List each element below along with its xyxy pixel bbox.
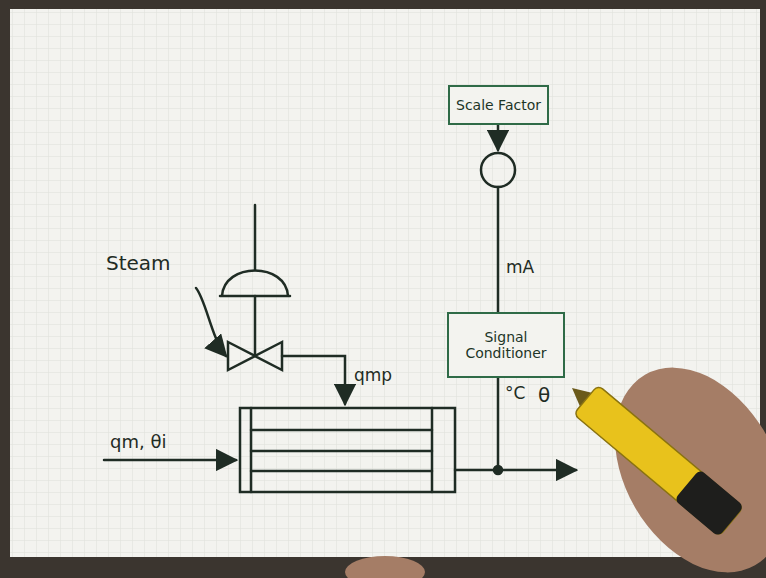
hand [345, 556, 425, 578]
process-box: Signal Conditioner [447, 312, 565, 378]
process-box: Scale Factor [448, 85, 549, 125]
scale-arrow [497, 125, 500, 150]
sketch-label: mA [506, 258, 534, 278]
valve-actuator [220, 271, 290, 297]
inlet-arrow [104, 459, 236, 462]
sensor-wire [497, 378, 500, 470]
sketch-label: Steam [106, 252, 171, 275]
sketch-label: qm, θi [110, 432, 166, 453]
box-content: Scale Factor [456, 97, 541, 113]
summing-circle [481, 153, 515, 187]
tube [251, 450, 432, 453]
paper [10, 9, 760, 557]
actuator-signal [254, 205, 257, 270]
tube [251, 470, 432, 473]
valve-stem [254, 296, 257, 356]
box-content: Signal Conditioner [454, 329, 558, 361]
process-sketch [104, 125, 576, 492]
sketch-label: °C [505, 384, 525, 404]
pen-body [574, 385, 744, 536]
steam-line [196, 288, 226, 356]
box-label: Scale Factor [456, 97, 541, 113]
steam-feed [282, 356, 345, 404]
heat-exchanger [240, 408, 455, 492]
grid [10, 9, 760, 557]
tube [251, 429, 432, 432]
box-label: Signal Conditioner [454, 329, 558, 361]
pen-cap [674, 469, 744, 537]
sketch-label: θ [538, 384, 550, 407]
outlet-arrow [455, 469, 576, 472]
sketch-label: qmp [354, 366, 392, 386]
signal-wire [497, 187, 500, 312]
